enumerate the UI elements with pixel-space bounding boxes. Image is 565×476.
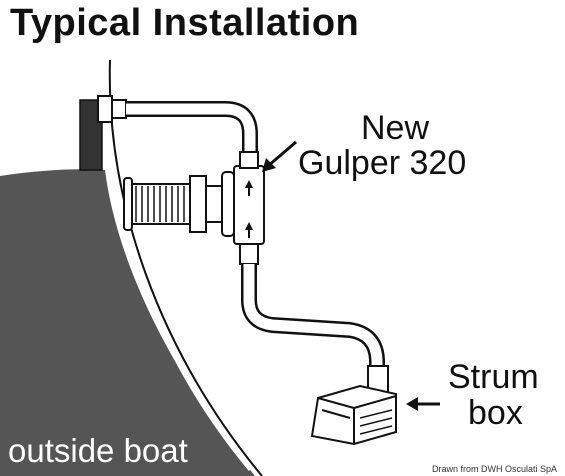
through-hull-fitting bbox=[79, 95, 127, 171]
outside-boat-label: outside boat bbox=[8, 432, 188, 469]
discharge-hose bbox=[126, 101, 258, 158]
boat-hull bbox=[0, 169, 255, 476]
strum-pointer-arrow bbox=[406, 397, 440, 411]
strum-label-line2: box bbox=[468, 394, 523, 432]
pump-label-line1: New bbox=[361, 109, 430, 147]
strum-label-line1: Strum bbox=[448, 358, 539, 396]
strum-box bbox=[310, 365, 397, 446]
pump-label-line2: Gulper 320 bbox=[298, 144, 467, 182]
discharge-hose-inner bbox=[126, 103, 256, 158]
gulper-pump bbox=[123, 151, 265, 265]
intake-hose-inner bbox=[243, 264, 383, 374]
diagram-title: Typical Installation bbox=[10, 2, 360, 44]
pump-pointer-arrow bbox=[262, 140, 297, 172]
credit-text: Drawn from DWH Osculati SpA bbox=[431, 464, 557, 474]
